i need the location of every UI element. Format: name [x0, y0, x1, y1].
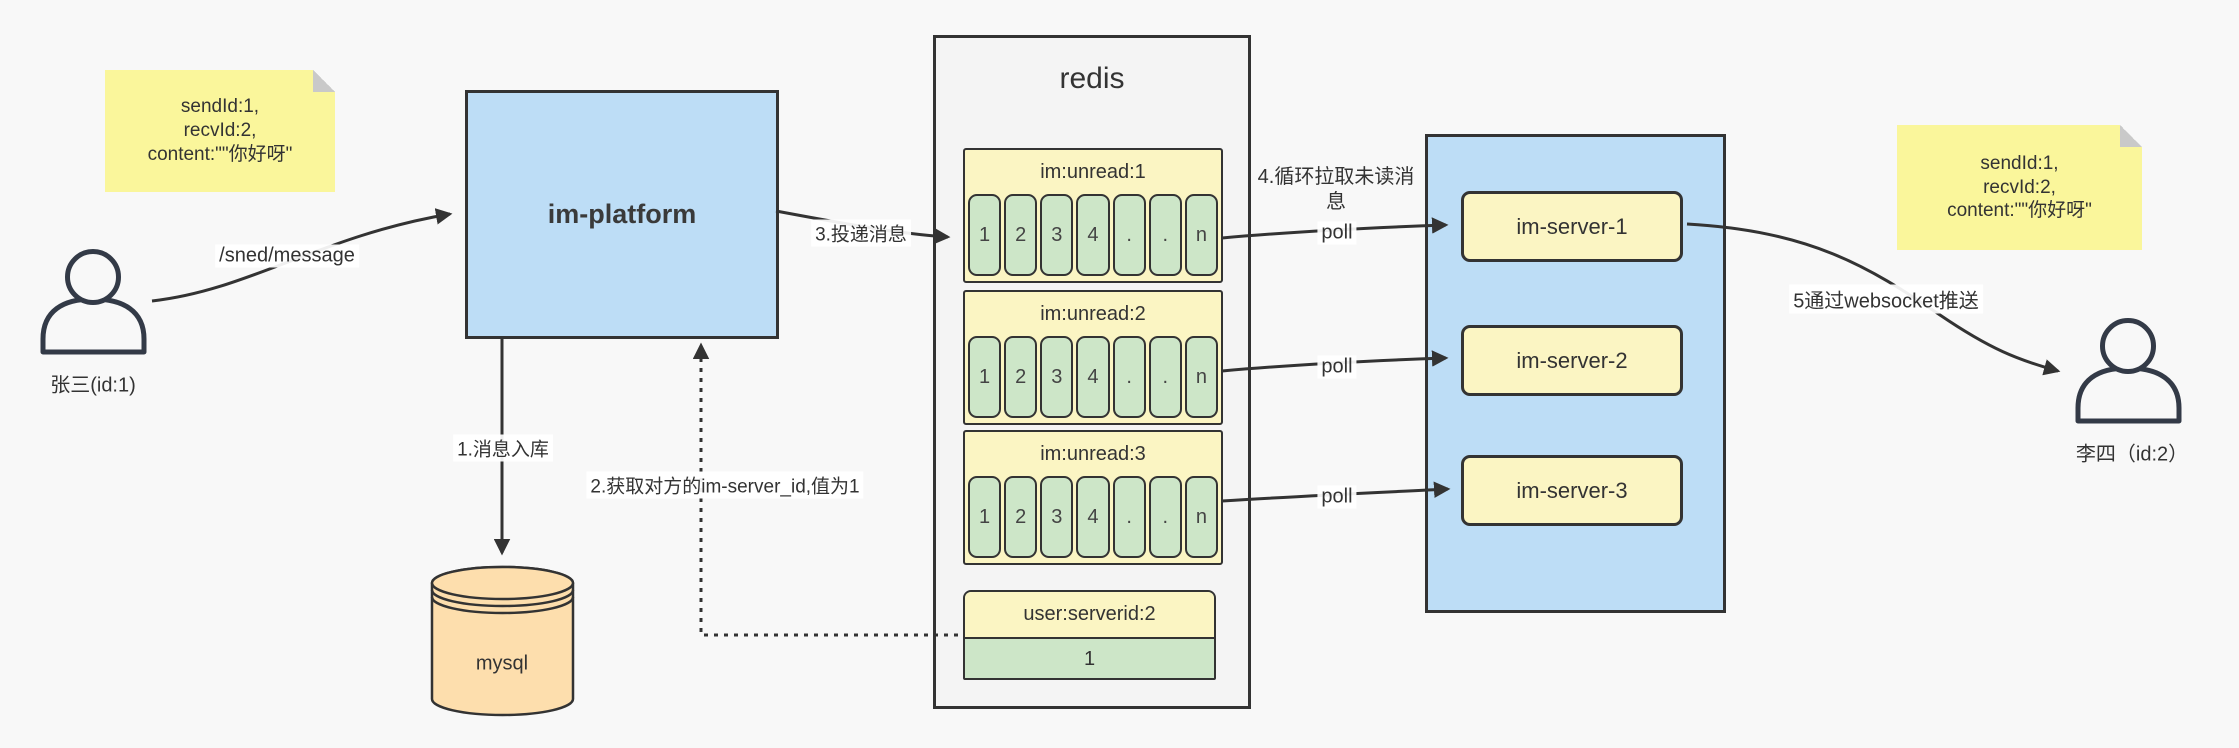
- queue-cell: 4: [1076, 194, 1110, 276]
- queue-label: im:unread:2: [1040, 303, 1146, 325]
- queue-label: im:unread:1: [1040, 161, 1146, 183]
- sender-person-icon: [40, 249, 147, 355]
- queue-cells: 1 2 3 4 . . n: [968, 336, 1218, 418]
- queue-cell: .: [1112, 336, 1146, 418]
- queue-cell: 4: [1076, 336, 1110, 418]
- edge-label-poll-1: poll: [1317, 221, 1357, 245]
- edge-label-step5: 5通过websocket推送: [1789, 284, 1983, 314]
- queue-cell: 1: [968, 336, 1002, 418]
- queue-cell: 3: [1040, 476, 1074, 558]
- im-server-label: im-server-3: [1516, 477, 1628, 503]
- queue-im-unread-1: im:unread:1 1 2 3 4 . . n: [963, 148, 1223, 283]
- note-line: content:""你好呀": [147, 143, 293, 165]
- queue-cell: .: [1112, 194, 1146, 276]
- sender-note: sendId:1, recvId:2, content:""你好呀": [105, 70, 335, 192]
- im-server-2-node: im-server-2: [1461, 325, 1683, 396]
- queue-im-unread-2: im:unread:2 1 2 3 4 . . n: [963, 290, 1223, 425]
- im-server-3-node: im-server-3: [1461, 455, 1683, 526]
- queue-cell: .: [1148, 194, 1182, 276]
- note-line: sendId:1,: [1980, 152, 2059, 174]
- im-server-label: im-server-1: [1516, 213, 1628, 239]
- mysql-database-icon: [430, 565, 575, 717]
- receiver-person-icon: [2075, 318, 2182, 424]
- note-line: recvId:2,: [183, 120, 257, 142]
- sender-label: 张三(id:1): [50, 374, 136, 397]
- redis-container: redis im:unread:1 1 2 3 4 . . n im:unrea…: [933, 35, 1251, 709]
- mysql-label: mysql: [475, 652, 529, 675]
- receiver-label: 李四（id:2）: [2075, 443, 2189, 466]
- edge-label-step3: 3.投递消息: [811, 219, 911, 247]
- queue-cell: 2: [1004, 194, 1038, 276]
- edge-label-step4: 4.循环拉取未读消 息: [1257, 165, 1415, 215]
- queue-cell: 3: [1040, 336, 1074, 418]
- queue-cell: n: [1184, 336, 1218, 418]
- queue-im-unread-3: im:unread:3 1 2 3 4 . . n: [963, 430, 1223, 565]
- queue-cell: .: [1148, 336, 1182, 418]
- queue-cells: 1 2 3 4 . . n: [968, 476, 1218, 558]
- edge-label-poll-3: poll: [1317, 485, 1357, 509]
- receiver-note: sendId:1, recvId:2, content:""你好呀": [1897, 125, 2142, 250]
- im-server-1-node: im-server-1: [1461, 191, 1683, 262]
- note-line: sendId:1,: [180, 96, 260, 118]
- edge-label-poll-2: poll: [1317, 355, 1357, 379]
- im-server-label: im-server-2: [1516, 347, 1628, 373]
- queue-cell: .: [1112, 476, 1146, 558]
- queue-cell: .: [1148, 476, 1182, 558]
- queue-label: im:unread:3: [1040, 443, 1146, 465]
- edge-label-step1: 1.消息入库: [453, 434, 553, 462]
- queue-cells: 1 2 3 4 . . n: [968, 194, 1218, 276]
- note-fold-corner: [313, 70, 335, 92]
- user-serverid-mapping: user:serverid:2 1: [963, 590, 1216, 680]
- note-fold-corner: [2120, 125, 2142, 147]
- queue-cell: 2: [1004, 476, 1038, 558]
- redis-title: redis: [1059, 62, 1125, 95]
- queue-cell: n: [1184, 194, 1218, 276]
- im-platform-label: im-platform: [547, 199, 697, 229]
- note-line: content:""你好呀": [1947, 200, 2092, 222]
- mapping-key: user:serverid:2: [965, 592, 1214, 639]
- note-line: recvId:2,: [1983, 176, 2056, 198]
- queue-cell: n: [1184, 476, 1218, 558]
- queue-cell: 1: [968, 476, 1002, 558]
- edge-label-send: /sned/message: [215, 244, 359, 268]
- im-server-cluster: im-server-1 im-server-2 im-server-3: [1425, 134, 1726, 613]
- edge-label-step2: 2.获取对方的im-server_id,值为1: [586, 471, 864, 499]
- queue-cell: 3: [1040, 194, 1074, 276]
- mapping-value: 1: [1083, 648, 1096, 670]
- queue-cell: 1: [968, 194, 1002, 276]
- im-platform-node: im-platform: [465, 90, 779, 339]
- queue-cell: 4: [1076, 476, 1110, 558]
- edge-step2-lookup: [692, 342, 958, 637]
- queue-cell: 2: [1004, 336, 1038, 418]
